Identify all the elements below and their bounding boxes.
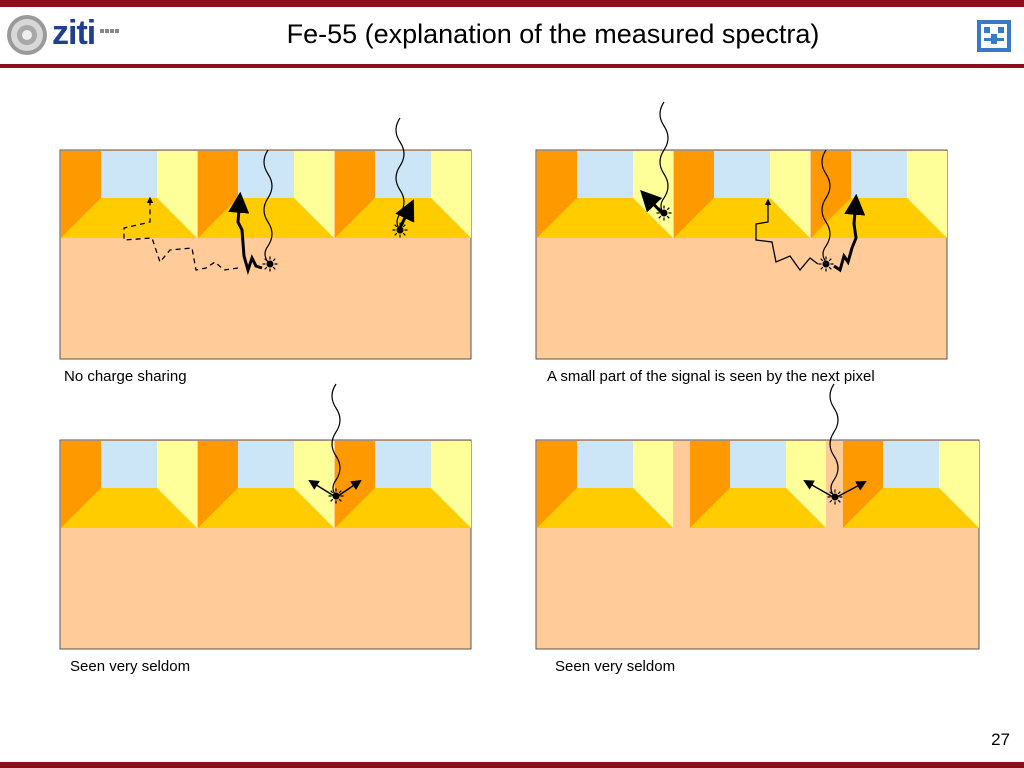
panel-small-charge-sharing <box>535 101 948 360</box>
absorption-sun-icon <box>818 256 834 272</box>
absorption-points <box>262 205 843 505</box>
panel-seen-very-seldom-2 <box>535 383 980 650</box>
header-bottom-bar <box>0 64 1024 68</box>
panel-seen-very-seldom-1 <box>59 383 472 650</box>
absorption-sun-icon <box>328 488 344 504</box>
absorption-sun-icon <box>262 256 278 272</box>
caption-panel-2: A small part of the signal is seen by th… <box>547 368 875 385</box>
header-top-bar <box>0 0 1024 7</box>
caption-panel-1: No charge sharing <box>64 368 187 385</box>
absorption-sun-icon <box>827 489 843 505</box>
caption-panel-4: Seen very seldom <box>555 658 676 675</box>
absorption-sun-icon <box>392 222 408 238</box>
page-number: 27 <box>991 730 1010 749</box>
absorption-sun-icon <box>656 205 672 221</box>
footer-bar <box>0 762 1024 768</box>
caption-panel-3: Seen very seldom <box>70 658 191 675</box>
ziti-logo: ziti <box>52 14 96 52</box>
panel-no-charge-sharing <box>59 117 472 360</box>
slide-title: Fe-55 (explanation of the measured spect… <box>286 19 820 49</box>
